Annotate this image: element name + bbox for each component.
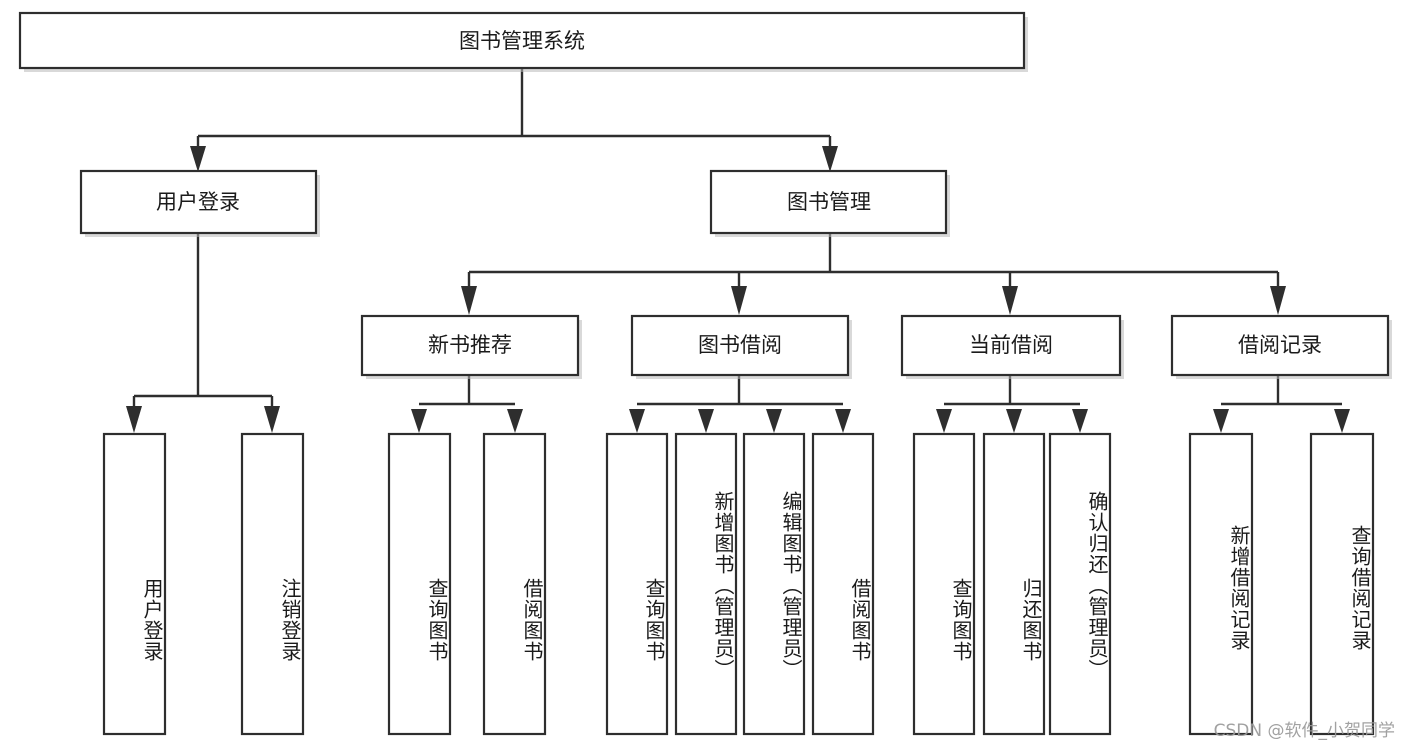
arrow-user-login-to-login xyxy=(126,406,142,433)
node-record-add[interactable] xyxy=(1188,432,1254,736)
arrow-user-login-to-logout xyxy=(264,406,280,433)
arrow-current-to-confirm xyxy=(1072,409,1088,433)
connectors-layer xyxy=(126,68,1350,433)
node-user-logout[interactable] xyxy=(240,432,305,736)
arrow-recommend-to-borrow xyxy=(507,409,523,433)
node-user-login-do[interactable] xyxy=(102,432,167,736)
node-current-borrow[interactable] xyxy=(900,314,1122,377)
arrow-bookborrow-to-add xyxy=(698,409,714,433)
arrow-root-to-book-manage xyxy=(822,146,838,172)
arrow-current-to-return xyxy=(1006,409,1022,433)
arrow-recommend-to-query xyxy=(411,409,427,433)
node-user-login[interactable] xyxy=(79,169,318,235)
node-record-query[interactable] xyxy=(1309,432,1375,736)
node-book-borrow-label: 图书借阅 xyxy=(698,333,782,357)
node-current-query-book[interactable] xyxy=(912,432,976,736)
arrow-record-to-add xyxy=(1213,409,1229,433)
node-borrow-record[interactable] xyxy=(1170,314,1390,377)
arrow-bookborrow-to-edit xyxy=(766,409,782,433)
node-borrow-record-label: 借阅记录 xyxy=(1238,333,1322,357)
arrow-bookborrow-to-borrow xyxy=(835,409,851,433)
node-root-label: 图书管理系统 xyxy=(459,29,585,53)
node-current-confirm-return[interactable] xyxy=(1048,432,1112,736)
node-new-book-recommend-label: 新书推荐 xyxy=(428,333,512,357)
arrow-root-to-user-login xyxy=(190,146,206,172)
nodes-layer: 图书管理系统 用户登录 图书管理 新书推荐 图书借阅 当前借阅 xyxy=(18,11,1392,736)
arrow-bm-to-borrow-record xyxy=(1270,286,1286,315)
node-borrow-borrow-book[interactable] xyxy=(811,432,875,736)
arrow-current-to-query xyxy=(936,409,952,433)
node-user-login-label: 用户登录 xyxy=(156,190,240,214)
node-book-manage[interactable] xyxy=(709,169,948,235)
arrow-record-to-query xyxy=(1334,409,1350,433)
node-recommend-query-book[interactable] xyxy=(387,432,452,736)
node-book-manage-label: 图书管理 xyxy=(787,190,871,214)
arrow-bm-to-current-borrow xyxy=(1002,286,1018,315)
node-borrow-add-book[interactable] xyxy=(674,432,738,736)
node-root[interactable] xyxy=(18,11,1026,70)
node-recommend-borrow-book[interactable] xyxy=(482,432,547,736)
node-current-borrow-label: 当前借阅 xyxy=(969,333,1053,357)
arrow-bookborrow-to-query xyxy=(629,409,645,433)
node-borrow-edit-book[interactable] xyxy=(742,432,806,736)
arrow-bm-to-new-book xyxy=(461,286,477,315)
csdn-watermark: CSDN @软件_小贺同学 xyxy=(1213,721,1395,741)
node-new-book-recommend[interactable] xyxy=(360,314,580,377)
arrow-bm-to-book-borrow xyxy=(731,286,747,315)
node-book-borrow[interactable] xyxy=(630,314,850,377)
node-current-return-book[interactable] xyxy=(982,432,1046,736)
node-borrow-query-book[interactable] xyxy=(605,432,669,736)
